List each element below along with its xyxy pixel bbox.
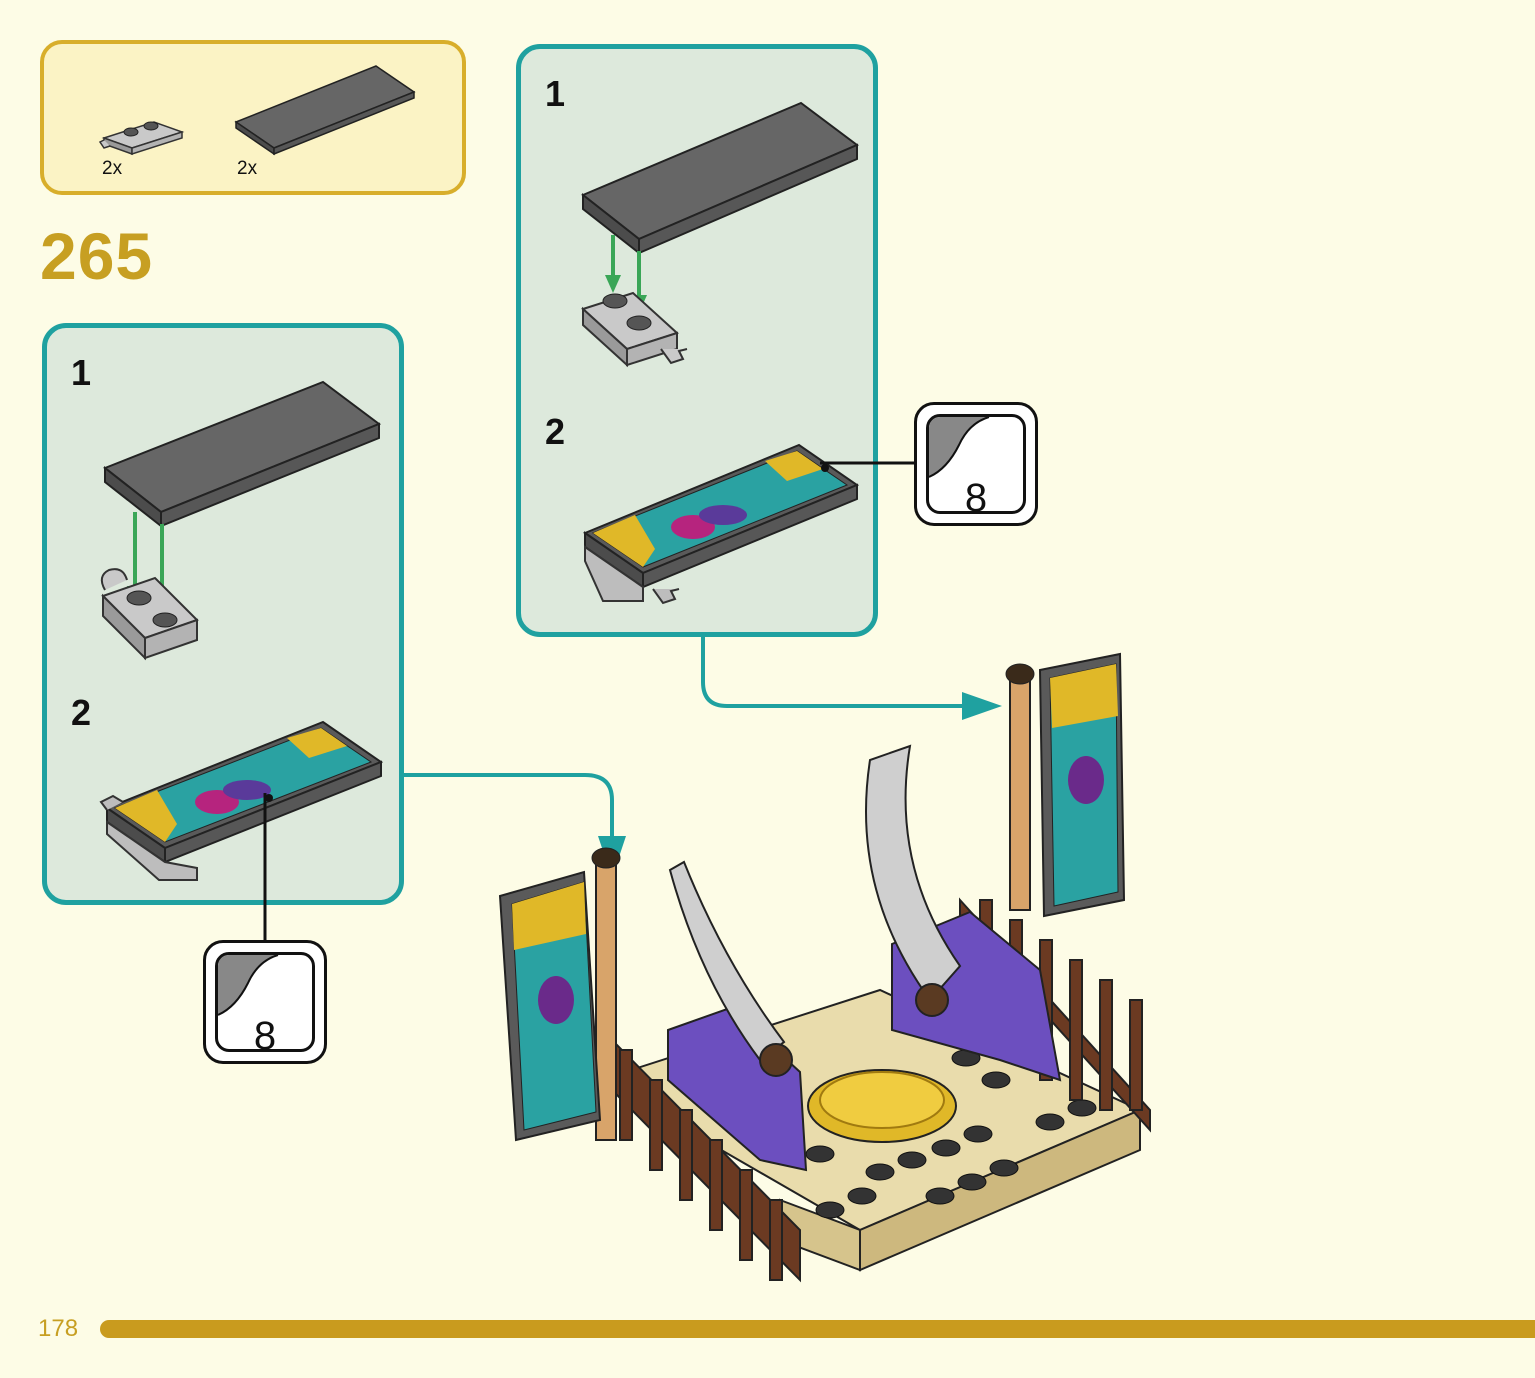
- quantity-label: 2x: [102, 158, 123, 179]
- subassembly-panel-left: 1 2: [42, 323, 404, 905]
- substep-label: 1: [545, 73, 566, 114]
- sticker-number: 8: [964, 476, 988, 520]
- substep-1-illustration: [581, 101, 859, 368]
- sticker-callout-right: 8: [914, 402, 1038, 526]
- arrow-head-icon: [962, 692, 1002, 720]
- tile-2x6-dark-gray-icon: [234, 65, 416, 156]
- page-progress-bar: [100, 1320, 1535, 1338]
- banner-left: [498, 870, 602, 1142]
- sticker-icon: [926, 414, 1026, 514]
- substep-2-illustration: [99, 720, 384, 881]
- studs: [805, 1049, 1097, 1219]
- sticker-number: 8: [253, 1014, 277, 1058]
- fence-left: [611, 1037, 801, 1283]
- substep-2-illustration: [582, 443, 860, 605]
- quantity-label: 2x: [237, 158, 258, 179]
- page-number: 178: [38, 1315, 79, 1342]
- plate-with-clip-icon: [98, 121, 185, 156]
- sticker-icon: [215, 952, 315, 1052]
- banner-right: [1038, 652, 1126, 918]
- substep-label: 2: [545, 411, 566, 452]
- sticker-callout-left: 8: [203, 940, 327, 1064]
- substep-1-illustration: [100, 380, 382, 661]
- parts-list-box: 2x 2x: [40, 40, 466, 195]
- subassembly-panel-right: 1 2: [516, 44, 878, 637]
- substep-label: 2: [71, 692, 92, 733]
- step-number: 265: [40, 219, 154, 293]
- substep-label: 1: [71, 352, 92, 393]
